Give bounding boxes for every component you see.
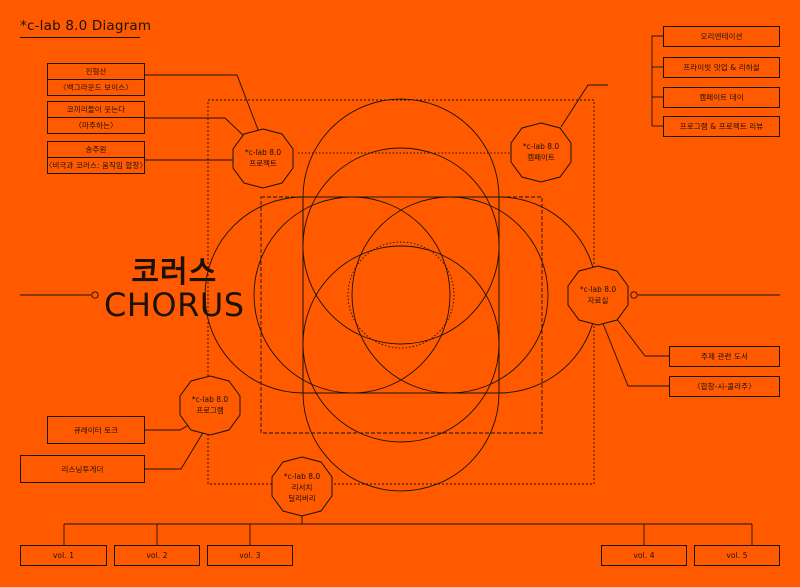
main-title-english: CHORUS xyxy=(104,285,245,324)
camp-item-box: 오리엔테이션 xyxy=(663,26,780,47)
archive-item-box: 주제 관련 도서 xyxy=(669,346,780,367)
research-volume-box: vol. 1 xyxy=(20,545,107,566)
hub-research-line1: *c-lab 8.0 xyxy=(284,472,321,481)
title-underline xyxy=(20,37,140,38)
research-volume-box: vol. 5 xyxy=(694,545,780,566)
camp-item-box: 프라이빗 밋업 & 리허설 xyxy=(663,57,780,78)
project-name-box: 코끼리들이 웃는다 xyxy=(47,101,145,118)
hub-research-line2: 리서치 xyxy=(292,483,313,492)
hub-archive-line2: 자료실 xyxy=(588,295,609,305)
hub-archive-badge xyxy=(567,265,629,326)
program-item-box: 리스닝투게더 xyxy=(20,455,145,483)
hub-project-line1: *c-lab 8.0 xyxy=(245,148,282,157)
main-title-korean: 코러스 xyxy=(131,255,218,290)
camp-item-box: 프로그램 & 프로젝트 리뷰 xyxy=(663,116,780,137)
hub-camp-badge xyxy=(510,122,572,183)
center-square xyxy=(302,196,500,394)
project-work-box: 〈비극과 코러스: 움직임 합창〉 xyxy=(45,157,147,174)
hub-program-badge xyxy=(179,375,241,436)
project-work-box: 〈백그라운드 보이스〉 xyxy=(47,79,145,96)
circle-left xyxy=(253,196,451,394)
circle-bottom xyxy=(302,245,500,443)
hub-program-line1: *c-lab 8.0 xyxy=(192,395,229,404)
center-dotted-circle xyxy=(347,241,455,349)
research-volume-box: vol. 4 xyxy=(601,545,687,566)
research-volume-box: vol. 3 xyxy=(207,545,293,566)
main-title: 코러스 CHORUS xyxy=(104,255,245,324)
program-item-box: 큐레이터 토크 xyxy=(47,416,145,444)
project-name-box: 진형산 xyxy=(47,63,145,80)
horizontal-stadium xyxy=(204,196,598,394)
hub-program-line2: 프로그램 xyxy=(196,405,224,415)
hub-research-badge xyxy=(271,456,333,517)
archive-item-box: 〈합창-시-콜라주〉 xyxy=(669,376,780,397)
hub-project-line2: 프로젝트 xyxy=(249,158,277,168)
page-title: *c-lab 8.0 Diagram xyxy=(20,18,152,34)
project-work-box: 〈마주하는〉 xyxy=(47,117,145,134)
camp-item-box: 캠페이트 데이 xyxy=(663,87,780,108)
research-volume-box: vol. 2 xyxy=(114,545,200,566)
project-name-box: 송주원 xyxy=(47,141,145,158)
circle-right xyxy=(351,196,549,394)
hub-camp-line2: 캠페이트 xyxy=(527,152,555,162)
hub-research-line3: 딜리버리 xyxy=(288,493,316,503)
vertical-stadium xyxy=(302,98,500,492)
hub-camp-line1: *c-lab 8.0 xyxy=(523,142,560,151)
hub-archive-line1: *c-lab 8.0 xyxy=(580,285,617,294)
hub-project-badge xyxy=(232,128,294,189)
circle-top xyxy=(302,147,500,345)
